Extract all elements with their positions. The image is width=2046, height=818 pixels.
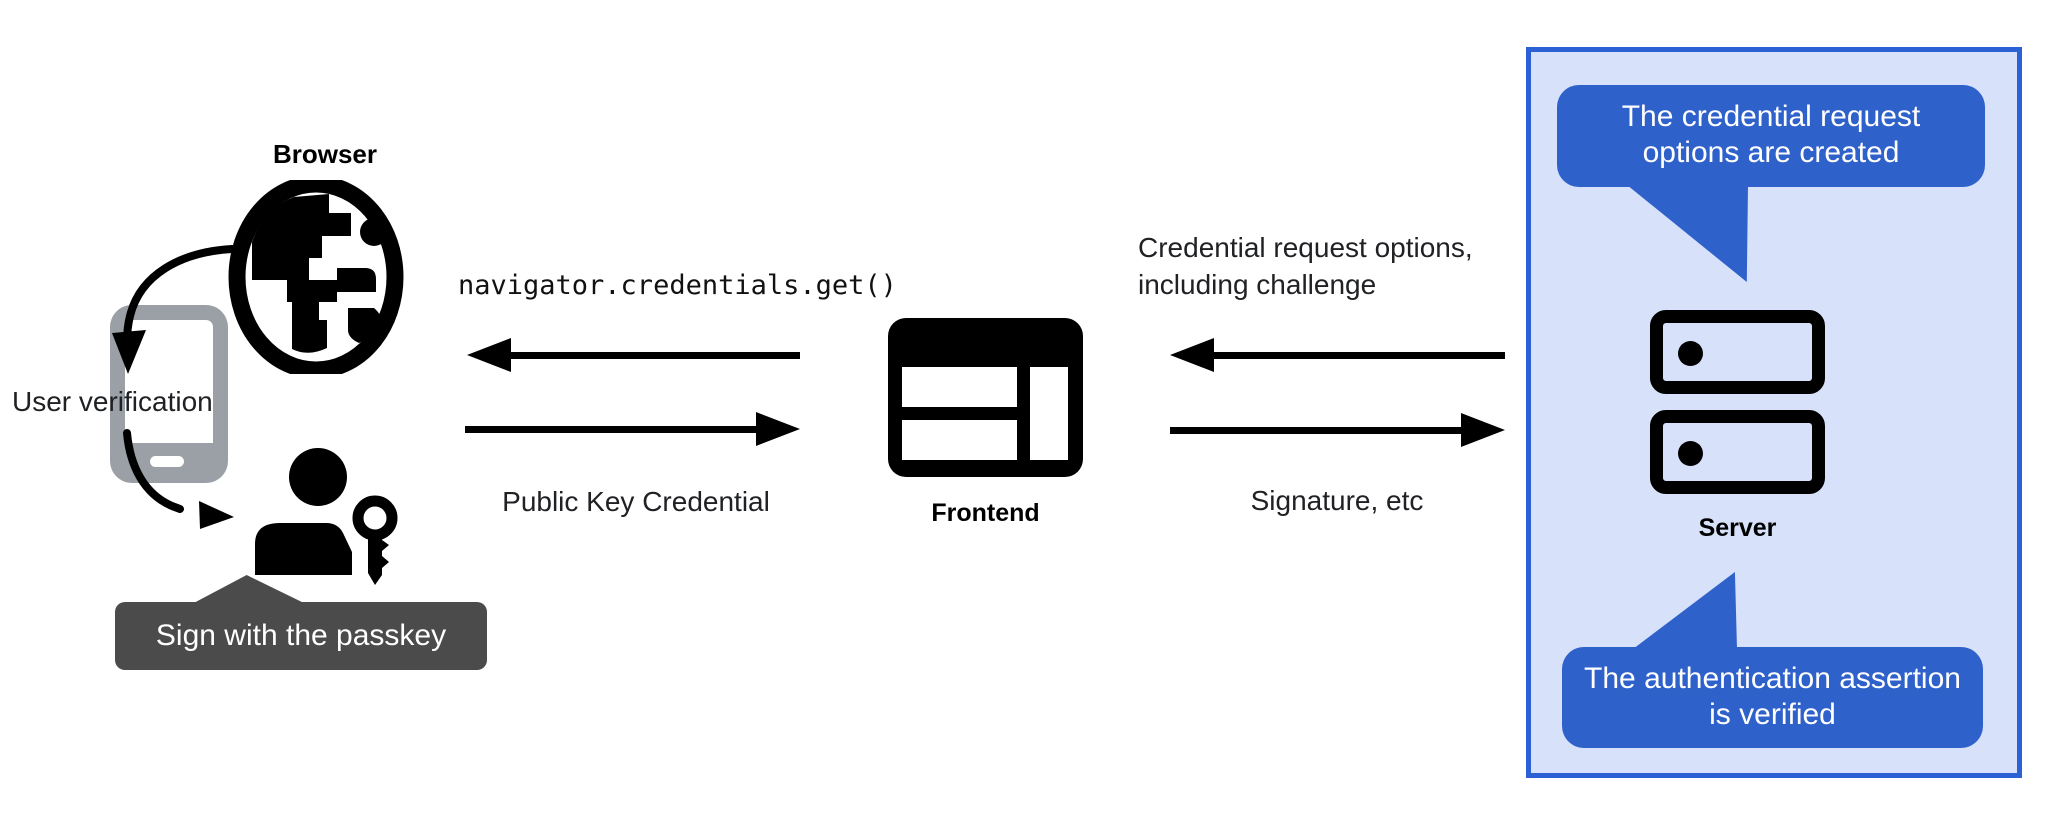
api-call-text: navigator.credentials.get() [458, 270, 897, 301]
frontend-label: Frontend [931, 499, 1040, 527]
sign-with-passkey-text: Sign with the passkey [155, 619, 447, 652]
sign-with-passkey-tooltip: Sign with the passkey [115, 602, 487, 670]
arrow-head-right-icon [1461, 413, 1505, 447]
browser-window-icon [888, 318, 1083, 477]
credential-request-label: Credential request options, including ch… [1138, 229, 1473, 303]
arrow-signature [1170, 413, 1505, 447]
signature-label: Signature, etc [1250, 485, 1424, 516]
arrow-credential-request [1170, 338, 1505, 372]
arrow-shaft [1200, 352, 1505, 359]
public-key-credential-label: Public Key Credential [502, 486, 770, 517]
arrow-api-call [467, 338, 800, 372]
window-pane [1030, 367, 1068, 460]
arrow-shaft [497, 352, 800, 359]
smartphone-home-bar [150, 456, 184, 467]
arrow-phone-to-user [123, 429, 234, 529]
window-pane [902, 367, 1017, 407]
arrow-public-key-credential [465, 412, 800, 446]
arrow-head-right-icon [756, 412, 800, 446]
arrow-shaft [1170, 427, 1475, 434]
server-led [1678, 341, 1703, 366]
arrow-browser-to-phone [112, 245, 236, 374]
server-label: Server [1698, 514, 1777, 542]
speech-bubble-top-text: The credential request options are creat… [1621, 100, 1921, 169]
speech-bubble-assertion-verified: The authentication assertion is verified [1562, 647, 1983, 748]
speech-bubble-bottom-text: The authentication assertion is verified [1584, 662, 1961, 731]
browser-label: Browser [272, 139, 378, 169]
user-with-key-icon [255, 448, 398, 585]
credential-request-line1: Credential request options, [1138, 232, 1473, 263]
curved-arrows [112, 245, 236, 529]
server-led [1678, 441, 1703, 466]
credential-request-line2: including challenge [1138, 269, 1377, 300]
arrow-shaft [465, 426, 770, 433]
user-verification-label: User verification [12, 386, 213, 417]
window-pane [902, 420, 1017, 460]
server-icon [1650, 310, 1825, 494]
server-unit [1650, 310, 1825, 394]
server-unit [1650, 410, 1825, 494]
speech-bubble-request-created: The credential request options are creat… [1557, 85, 1985, 187]
globe-icon [228, 180, 404, 374]
